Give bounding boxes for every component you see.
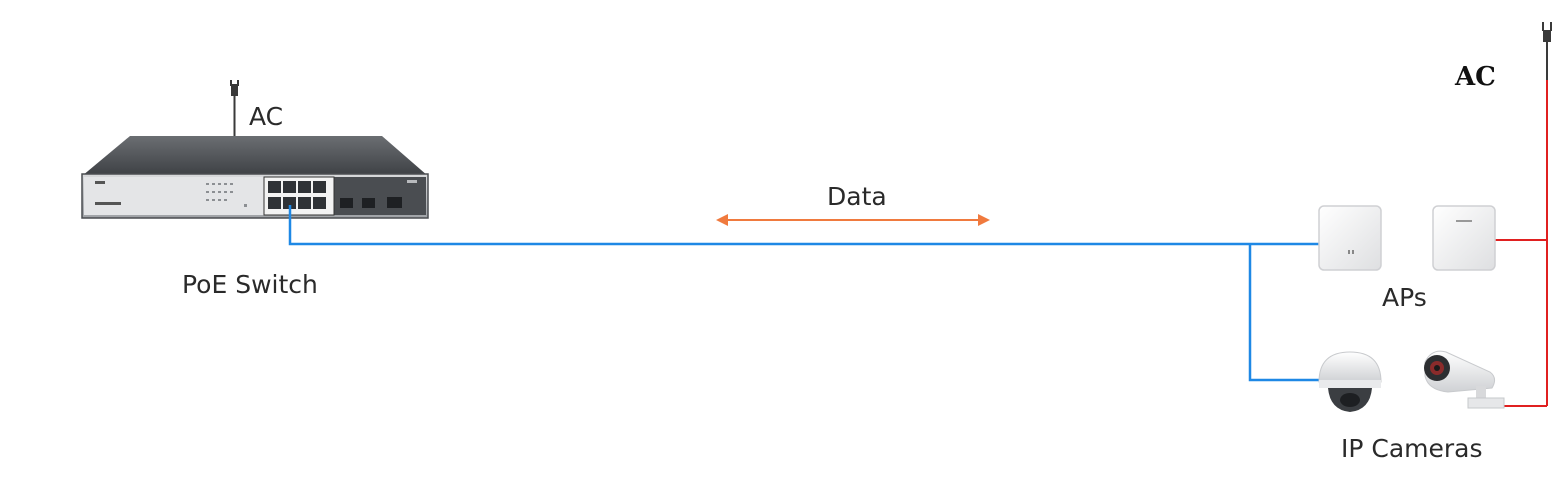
switch-power-plug-icon	[230, 80, 239, 136]
data-direction-arrow	[716, 214, 990, 226]
access-point-icon	[1319, 206, 1381, 270]
data-label: Data	[827, 182, 887, 211]
ac-power-plug-icon	[1542, 22, 1552, 80]
switch-ac-label: AC	[249, 102, 283, 131]
aps-label: APs	[1382, 283, 1427, 312]
ac-power-line	[1495, 80, 1547, 406]
ip-cameras-label: IP Cameras	[1341, 434, 1483, 463]
access-point-icon	[1433, 206, 1495, 270]
bullet-camera-icon	[1424, 351, 1504, 408]
camera-cable-line	[1250, 244, 1322, 380]
poe-switch-icon	[82, 136, 428, 218]
poe-switch-label: PoE Switch	[182, 270, 318, 299]
data-cable-line	[290, 205, 1322, 244]
ac-power-label: AC	[1455, 62, 1496, 92]
dome-camera-icon	[1319, 352, 1381, 412]
